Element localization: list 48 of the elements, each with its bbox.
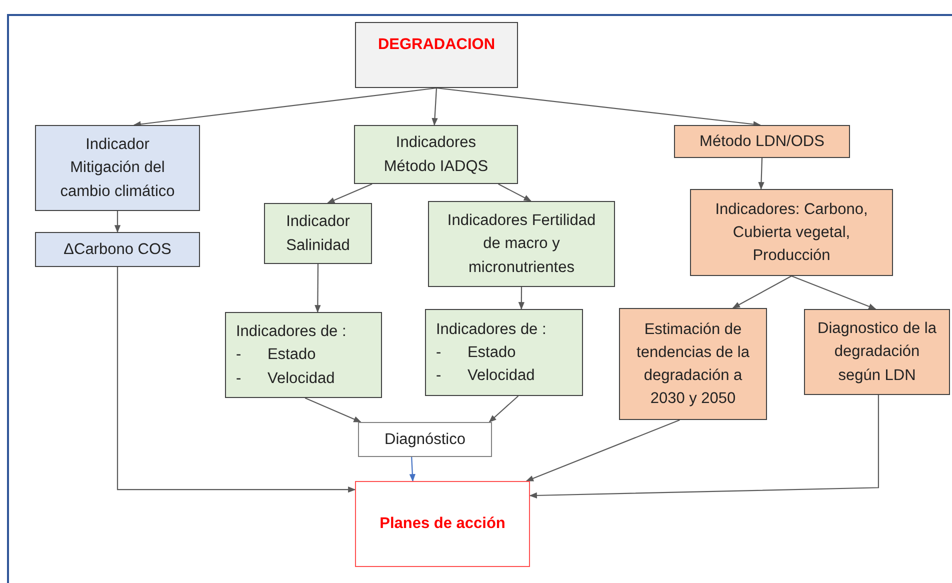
node-label: Indicadores de : — [436, 320, 546, 340]
process-box — [690, 189, 893, 276]
node-label: Indicadores: Carbono, Cubierta vegetal, Producción — [714, 200, 869, 266]
node-label: Indicador Salinidad — [285, 212, 351, 256]
process-box — [428, 201, 615, 287]
process-box — [35, 125, 200, 211]
node-label: Indicador Mitigación del cambio climático — [59, 135, 176, 202]
process-box — [804, 309, 950, 395]
node-label: Indicadores Fertilidad de macro y micronutrientes — [446, 211, 597, 278]
arrow — [314, 264, 321, 313]
node-label: Indicadores de : — [236, 322, 346, 342]
arrow — [304, 398, 362, 422]
arrow — [133, 87, 437, 128]
result-box — [355, 481, 530, 567]
process-box — [619, 308, 767, 420]
process-box — [225, 312, 382, 398]
node-label: Método LDN/ODS — [700, 132, 824, 152]
arrow — [732, 276, 792, 308]
arrow — [518, 287, 524, 310]
process-box — [264, 203, 372, 264]
node-label: Indicadores Método IADQS — [382, 133, 490, 176]
list-item: - Velocidad — [236, 368, 335, 389]
list-item: - Velocidad — [436, 366, 535, 386]
arrow — [488, 396, 519, 423]
arrow — [432, 88, 438, 126]
process-box — [674, 125, 850, 158]
arrow — [758, 158, 764, 190]
arrow — [526, 419, 680, 482]
process-box — [35, 232, 200, 267]
process-box — [354, 125, 518, 184]
arrow — [327, 184, 372, 204]
node-label: DEGRADACION — [378, 35, 496, 55]
arrow — [409, 456, 416, 482]
node-label: Estimación de tendencias de la degradación a 2030 y 2050 — [636, 320, 750, 410]
list-item: - Estado — [236, 345, 316, 366]
arrow — [116, 267, 356, 493]
process-box — [425, 309, 583, 396]
list-item: - Estado — [436, 342, 516, 363]
title-box — [355, 22, 518, 88]
node-label: Planes de acción — [380, 514, 506, 534]
arrow — [529, 395, 879, 499]
arrow — [791, 275, 876, 310]
arrow — [436, 87, 761, 128]
node-label: Diagnóstico — [384, 430, 466, 450]
node-label: ΔCarbono COS — [64, 240, 172, 260]
node-label: Diagnostico de la degradación según LDN — [816, 319, 938, 386]
arrow — [114, 211, 121, 233]
process-box — [358, 422, 492, 457]
